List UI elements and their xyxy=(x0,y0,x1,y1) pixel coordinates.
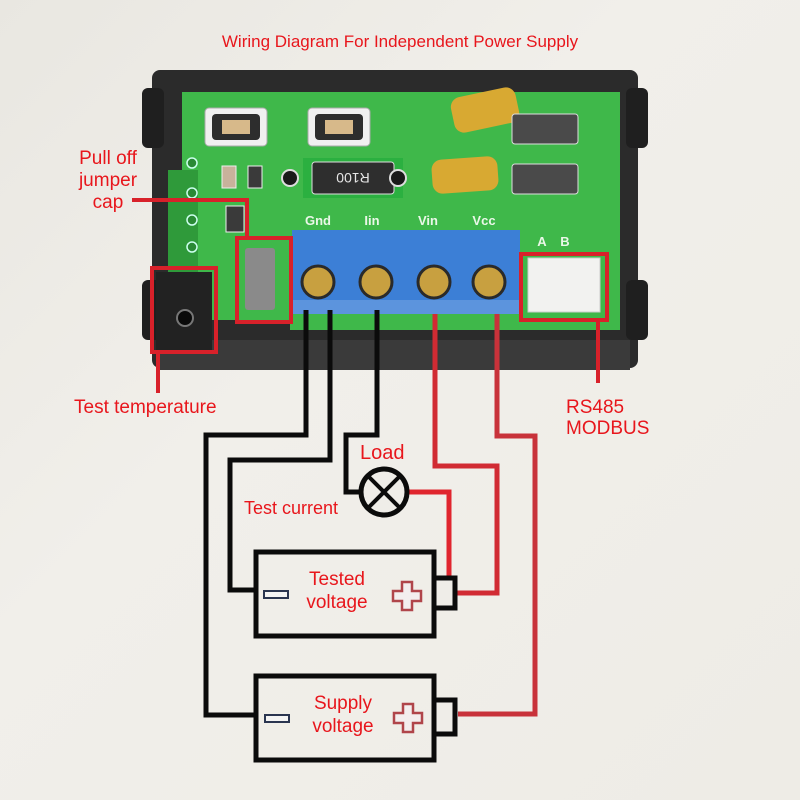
supply-plus-icon xyxy=(392,702,424,734)
header-pin-4 xyxy=(186,241,198,253)
test-current-label: Test current xyxy=(244,498,339,518)
smd-resistor-2 xyxy=(225,205,245,233)
mounting-hole-left xyxy=(281,169,299,187)
resistor-marking: R100 xyxy=(336,170,370,186)
tested-battery-label-line-1: Tested xyxy=(309,569,365,590)
tested-battery-label-line-2: voltage xyxy=(306,592,368,613)
pcb-label-vin: Vin xyxy=(418,213,438,228)
jumper-annotation-line-1: Pull off xyxy=(79,148,137,169)
jumper-annotation: Pull off jumper cap xyxy=(62,148,154,214)
screw-iin xyxy=(358,264,394,300)
diode-2 xyxy=(511,163,579,195)
rs485-annotation-line-1: RS485 xyxy=(566,397,625,418)
supply-battery xyxy=(253,673,458,763)
highlight-markers xyxy=(132,198,609,393)
rs485-connector xyxy=(527,257,601,313)
smd-resistor-1 xyxy=(247,165,263,189)
tactile-button-1 xyxy=(204,107,268,147)
supply-battery-label-line-2: voltage xyxy=(312,716,374,737)
meter-module: R100 Gnd Iin Vin Vcc A B xyxy=(142,70,648,370)
pcb-label-b: B xyxy=(560,234,569,249)
mounting-hole-right xyxy=(389,169,407,187)
tested-battery xyxy=(253,549,458,639)
tested-battery-terminal xyxy=(431,575,458,611)
wire-load-to-tested-plus xyxy=(408,489,452,578)
black-wires xyxy=(203,310,380,718)
jumper-annotation-line-3: cap xyxy=(92,192,124,213)
red-wires xyxy=(408,314,538,717)
rs485-annotation: RS485 MODBUS xyxy=(566,397,649,439)
temperature-highlight-box xyxy=(150,266,218,354)
pcb-label-gnd: Gnd xyxy=(305,213,331,228)
jumper-highlight-box xyxy=(235,236,293,324)
pcb-label-iin: Iin xyxy=(364,213,379,228)
supply-battery-label: Supply voltage xyxy=(298,692,388,738)
screw-vcc xyxy=(471,264,507,300)
wire-iin-to-load xyxy=(343,310,380,495)
housing-clip-left-top xyxy=(142,88,164,148)
capacitor-2 xyxy=(431,156,499,194)
rs485-annotation-line-2: MODBUS xyxy=(566,418,650,439)
wire-vcc-to-supply-plus xyxy=(458,314,538,717)
tested-plus-icon xyxy=(391,580,423,612)
tested-battery-label: Tested voltage xyxy=(294,568,380,614)
wire-gnd-to-tested-minus xyxy=(227,310,333,593)
temperature-annotation: Test temperature xyxy=(74,397,217,418)
pcb-terminal-labels: Gnd Iin Vin Vcc A B xyxy=(305,213,570,249)
diagram-title: Wiring Diagram For Independent Power Sup… xyxy=(221,32,579,51)
load-lamp-symbol xyxy=(358,466,410,518)
jumper-annotation-line-2: jumper xyxy=(78,170,138,191)
housing-bottom-shadow xyxy=(160,340,630,370)
housing-clip-right-bottom xyxy=(626,280,648,340)
screw-gnd xyxy=(300,264,336,300)
housing-clip-right-top xyxy=(626,88,648,148)
smd-capacitor xyxy=(221,165,237,189)
supply-minus-icon xyxy=(264,714,290,723)
screw-vin xyxy=(416,264,452,300)
header-pin-2 xyxy=(186,187,198,199)
wire-vin-to-tested-plus xyxy=(432,314,500,596)
diode-1 xyxy=(511,113,579,145)
rs485-highlight-box xyxy=(519,252,609,322)
pcb-label-vcc: Vcc xyxy=(472,213,495,228)
tactile-button-2 xyxy=(307,107,371,147)
header-pin-1 xyxy=(186,157,198,169)
jumper-leader-line xyxy=(132,198,249,238)
capacitor-1 xyxy=(450,87,520,133)
header-pin-3 xyxy=(186,214,198,226)
wire-gnd-to-supply-minus xyxy=(203,310,309,718)
jumper-cap xyxy=(245,248,275,310)
pcb-label-a: A xyxy=(537,234,547,249)
shunt-resistor: R100 xyxy=(303,158,403,198)
supply-battery-label-line-1: Supply xyxy=(313,693,373,714)
screw-terminal-block xyxy=(292,230,520,314)
tested-minus-icon xyxy=(263,590,289,599)
supply-battery-terminal xyxy=(431,697,458,737)
temperature-sensor xyxy=(176,309,194,327)
load-label: Load xyxy=(360,442,405,464)
